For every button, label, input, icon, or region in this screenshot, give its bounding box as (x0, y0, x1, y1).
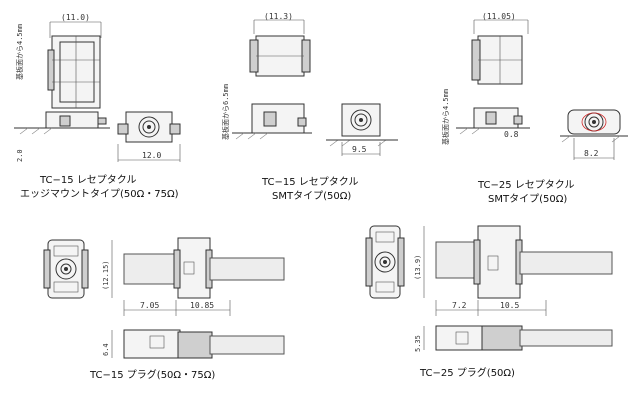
tc25-plug-right-len-dim: 10.5 (500, 301, 519, 310)
tc15-edge-top-view: (11.0) (47, 13, 102, 109)
caption-tc15-plug: TC−15 プラグ(50Ω・75Ω) (89, 368, 215, 381)
tc25-smt-front-view: 8.2 (560, 109, 628, 160)
tc15-plug-height-dim: (12.15) (102, 260, 110, 290)
tc15-smt-height-dim: 基板面から6.5mm (221, 84, 230, 140)
tc25-smt-top-width-dim: (11.05) (482, 12, 516, 21)
caption-tc25-plug: TC−25 プラグ(50Ω) (419, 366, 515, 379)
tc25-smt-side-view: 基板面から4.5mm 0.8 (441, 89, 530, 145)
tc15-edge-side-view: 基板面から4.5mm 2.0 (14, 24, 110, 162)
tc15-edge-height-dim: 基板面から4.5mm (15, 24, 24, 80)
tc25-smt-small-dim: 0.8 (504, 130, 519, 139)
tc25-plug-left-len-dim: 7.2 (452, 301, 467, 310)
tc25-plug-height-dim: (13.9) (414, 255, 422, 280)
caption-tc15-smt-line2: SMTタイプ(50Ω) (272, 190, 351, 202)
caption-tc15-edge-line1: TC−15 レセプタクル (39, 174, 137, 186)
tc15-smt-top-view: (11.3) (249, 12, 311, 77)
tc25-smt-front-width-dim: 8.2 (584, 149, 599, 158)
tc15-edge-offset-dim: 2.0 (16, 149, 24, 162)
tc25-plug-top-view: 5.35 (414, 325, 613, 352)
caption-tc25-smt-line1: TC−25 レセプタクル (477, 179, 575, 191)
tc15-plug-left-len-dim: 7.05 (140, 301, 159, 310)
caption-tc15-edge-line2: エッジマウントタイプ(50Ω・75Ω) (20, 188, 179, 200)
tc25-plug-front-view (365, 225, 405, 299)
tc25-smt-top-view: (11.05) (471, 12, 529, 85)
tc15-smt-side-view: 基板面から6.5mm (221, 84, 312, 140)
tc15-edge-front-view: 12.0 (117, 111, 181, 162)
caption-tc15-smt-line1: TC−15 レセプタクル (261, 176, 359, 188)
tc15-smt-front-width-dim: 9.5 (352, 145, 367, 154)
tc15-plug-front-view (43, 239, 89, 299)
tc25-plug-side-view: (13.9) 7.2 10.5 (414, 225, 613, 316)
tc15-plug-top-view: 6.4 (102, 329, 285, 359)
tc15-edge-front-width-dim: 12.0 (142, 151, 161, 160)
tc15-edge-top-width-dim: (11.0) (61, 13, 90, 22)
caption-tc25-smt-line2: SMTタイプ(50Ω) (488, 193, 567, 205)
tc15-smt-top-width-dim: (11.3) (264, 12, 293, 21)
tc15-plug-side-height-dim: 6.4 (102, 343, 110, 356)
tc25-plug-side-height-dim: 5.35 (414, 335, 422, 352)
tc25-smt-height-dim: 基板面から4.5mm (441, 89, 450, 145)
tc15-plug-side-view: (12.15) 7.05 10.85 (102, 237, 285, 316)
tc15-smt-front-view: 9.5 (326, 103, 398, 156)
tc15-plug-right-len-dim: 10.85 (190, 301, 214, 310)
